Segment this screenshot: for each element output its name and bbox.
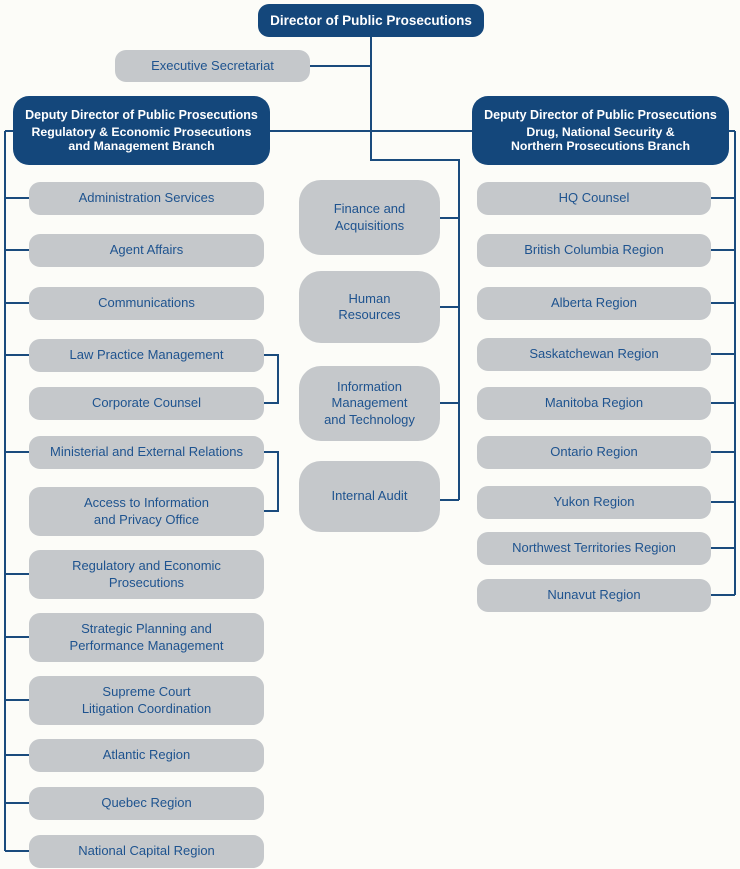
node-label: Director of Public Prosecutions (270, 13, 472, 28)
node-executive-secretariat: Executive Secretariat (115, 50, 310, 82)
node-internal-audit: Internal Audit (299, 461, 440, 532)
deputy-title: Deputy Director of Public Prosecutions (484, 107, 717, 122)
node-atlantic-region: Atlantic Region (29, 739, 264, 772)
node-deputy-drug-branch: Deputy Director of Public Prosecutions D… (472, 96, 729, 165)
node-saskatchewan-region: Saskatchewan Region (477, 338, 711, 371)
deputy-subtitle: Drug, National Security & Northern Prose… (510, 124, 691, 154)
node-ontario-region: Ontario Region (477, 436, 711, 469)
node-human-resources: Human Resources (299, 271, 440, 343)
node-information-management-technology: Information Management and Technology (299, 366, 440, 441)
node-law-practice-management: Law Practice Management (29, 339, 264, 372)
node-access-information-privacy: Access to Information and Privacy Office (29, 487, 264, 536)
node-administration-services: Administration Services (29, 182, 264, 215)
deputy-title: Deputy Director of Public Prosecutions (25, 107, 258, 122)
node-alberta-region: Alberta Region (477, 287, 711, 320)
node-british-columbia-region: British Columbia Region (477, 234, 711, 267)
node-label: Executive Secretariat (151, 57, 274, 73)
node-corporate-counsel: Corporate Counsel (29, 387, 264, 420)
node-northwest-territories-region: Northwest Territories Region (477, 532, 711, 565)
node-finance-acquisitions: Finance and Acquisitions (299, 180, 440, 255)
node-regulatory-economic-prosecutions: Regulatory and Economic Prosecutions (29, 550, 264, 599)
node-hq-counsel: HQ Counsel (477, 182, 711, 215)
node-yukon-region: Yukon Region (477, 486, 711, 519)
deputy-subtitle: Regulatory & Economic Prosecutions and M… (31, 124, 252, 154)
node-strategic-planning: Strategic Planning and Performance Manag… (29, 613, 264, 662)
node-nunavut-region: Nunavut Region (477, 579, 711, 612)
node-director: Director of Public Prosecutions (258, 4, 484, 37)
node-ministerial-external-relations: Ministerial and External Relations (29, 436, 264, 469)
node-quebec-region: Quebec Region (29, 787, 264, 820)
node-communications: Communications (29, 287, 264, 320)
node-manitoba-region: Manitoba Region (477, 387, 711, 420)
node-deputy-regulatory-branch: Deputy Director of Public Prosecutions R… (13, 96, 270, 165)
node-national-capital-region: National Capital Region (29, 835, 264, 868)
node-agent-affairs: Agent Affairs (29, 234, 264, 267)
node-supreme-court-litigation: Supreme Court Litigation Coordination (29, 676, 264, 725)
